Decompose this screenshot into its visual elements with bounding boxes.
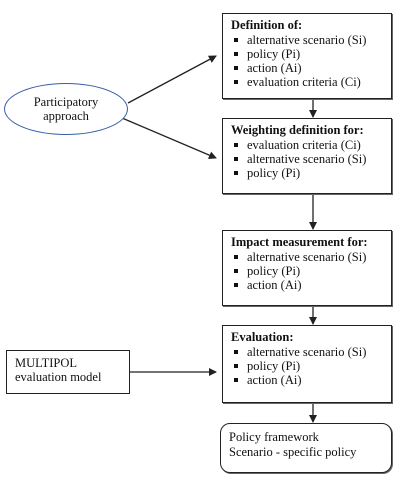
output-line2: Scenario - specific policy bbox=[229, 445, 357, 459]
impact-list: alternative scenario (Si) policy (Pi) ac… bbox=[231, 250, 385, 292]
output-box: Policy framework Scenario - specific pol… bbox=[220, 423, 392, 473]
weighting-item: evaluation criteria (Ci) bbox=[231, 138, 385, 152]
arrow-participatory-to-definition bbox=[127, 55, 217, 104]
arrow-participatory-to-weighting bbox=[121, 117, 217, 159]
evaluation-item: policy (Pi) bbox=[231, 359, 385, 373]
multipol-line1: MULTIPOL bbox=[15, 356, 78, 370]
participatory-line1: Participatory bbox=[33, 95, 99, 109]
definition-item: policy (Pi) bbox=[231, 47, 385, 61]
impact-item: alternative scenario (Si) bbox=[231, 250, 385, 264]
multipol-line2: evaluation model bbox=[15, 370, 102, 384]
evaluation-box: Evaluation: alternative scenario (Si) po… bbox=[222, 325, 392, 403]
participatory-approach-node: Participatory approach bbox=[4, 83, 128, 135]
impact-box: Impact measurement for: alternative scen… bbox=[222, 230, 392, 306]
definition-item: alternative scenario (Si) bbox=[231, 33, 385, 47]
impact-item: action (Ai) bbox=[231, 278, 385, 292]
weighting-item: alternative scenario (Si) bbox=[231, 152, 385, 166]
definition-title: Definition of: bbox=[231, 18, 303, 32]
weighting-list: evaluation criteria (Ci) alternative sce… bbox=[231, 138, 385, 180]
definition-item: evaluation criteria (Ci) bbox=[231, 75, 385, 89]
weighting-item: policy (Pi) bbox=[231, 166, 385, 180]
output-line1: Policy framework bbox=[229, 430, 319, 444]
impact-item: policy (Pi) bbox=[231, 264, 385, 278]
evaluation-item: action (Ai) bbox=[231, 373, 385, 387]
definition-box: Definition of: alternative scenario (Si)… bbox=[222, 13, 392, 99]
weighting-box: Weighting definition for: evaluation cri… bbox=[222, 118, 392, 194]
evaluation-title: Evaluation: bbox=[231, 330, 294, 344]
weighting-title: Weighting definition for: bbox=[231, 123, 364, 137]
impact-title: Impact measurement for: bbox=[231, 235, 368, 249]
definition-item: action (Ai) bbox=[231, 61, 385, 75]
multipol-node: MULTIPOL evaluation model bbox=[6, 350, 130, 394]
participatory-line2: approach bbox=[43, 109, 89, 123]
evaluation-item: alternative scenario (Si) bbox=[231, 345, 385, 359]
definition-list: alternative scenario (Si) policy (Pi) ac… bbox=[231, 33, 385, 89]
evaluation-list: alternative scenario (Si) policy (Pi) ac… bbox=[231, 345, 385, 387]
